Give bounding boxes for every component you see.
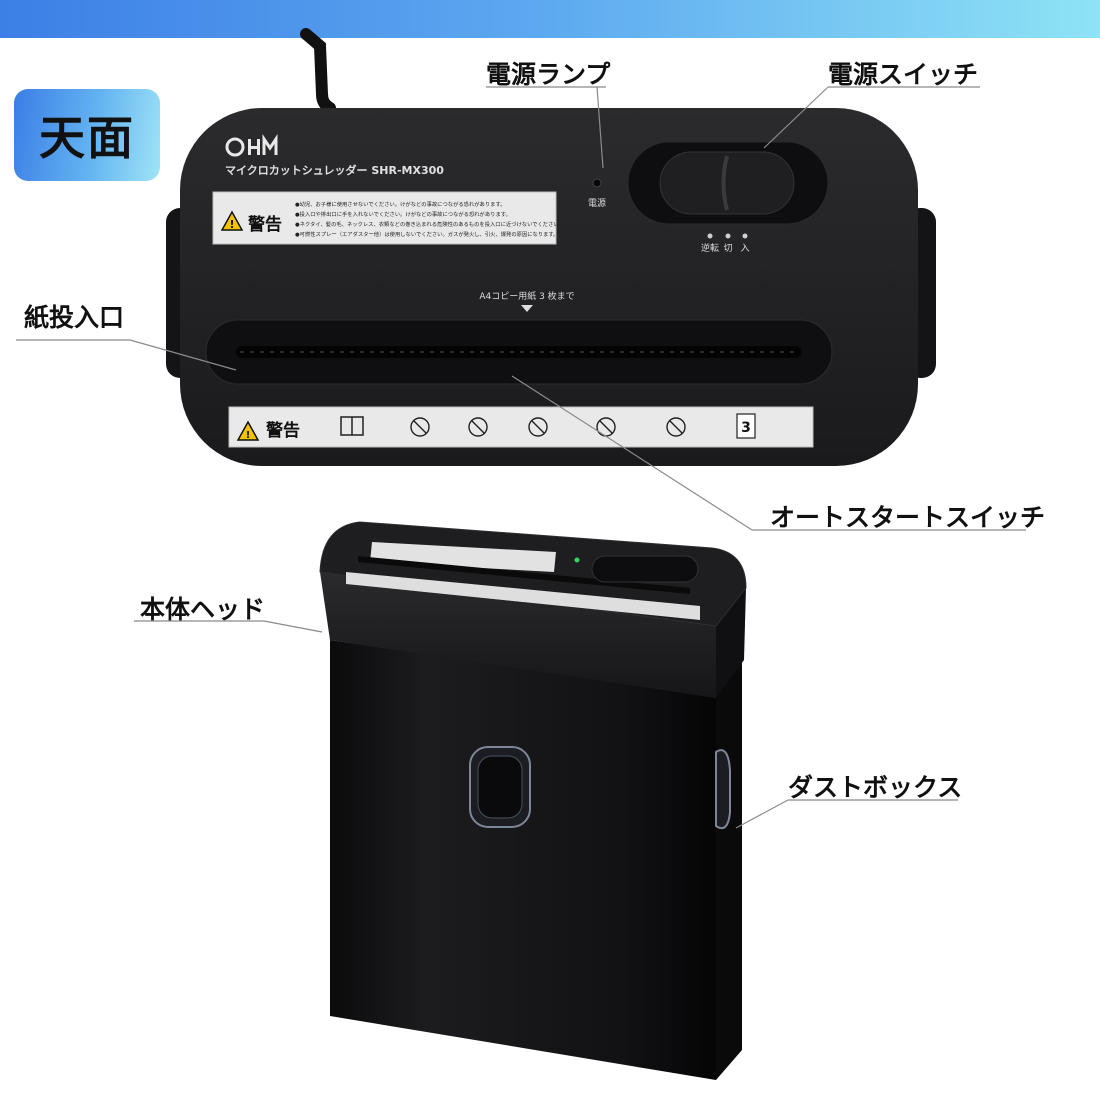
switch-position-off: 切: [723, 243, 732, 254]
warning-strip: [228, 406, 814, 448]
dust-box-side: [716, 660, 742, 1080]
svg-text:!: !: [229, 218, 234, 231]
callout-power-switch: 電源スイッチ: [828, 60, 979, 89]
warning-line-3: ●ネクタイ、髪の毛、ネックレス、衣類などの巻き込まれる危険性のあるものを投入口に…: [295, 220, 564, 228]
power-lamp-indicator: [592, 178, 602, 188]
main-head-front: [320, 572, 716, 698]
sheet-count-value: 3: [741, 420, 751, 436]
switch-position-reverse: 逆転: [701, 242, 719, 254]
front-view-device: [319, 521, 747, 1080]
front-power-lamp: [574, 557, 580, 563]
callout-paper-slot: 紙投入口: [24, 303, 125, 332]
side-window: [715, 749, 731, 830]
warning-label: [212, 191, 557, 245]
front-warning-strip: [346, 572, 700, 620]
arrow-down-icon: [521, 305, 533, 312]
warning-strip-title: 警告: [265, 420, 300, 441]
callout-dust-box: ダストボックス: [788, 773, 963, 802]
warning-title: 警告: [247, 214, 282, 235]
prohibition-icons: [410, 417, 686, 437]
top-gradient-band: [0, 0, 1100, 38]
paper-hint-text: A4コピー用紙 3 枚まで: [479, 290, 574, 302]
warning-triangle-icon: [220, 210, 244, 231]
warning-line-2: ●投入口や排出口に手を入れないでください。けがなどの事故につながる恐れがあります…: [295, 210, 511, 218]
power-lamp-text: 電源: [588, 198, 606, 209]
paper-slot-opening: [236, 346, 802, 358]
dust-box-front: [330, 640, 716, 1080]
callout-auto-start-switch: オートスタートスイッチ: [770, 503, 1046, 532]
sheet-count-icon: [736, 413, 756, 439]
main-head-side: [716, 588, 746, 698]
top-view-device: マイクロカットシュレッダー SHR-MX300 ! 警告 ●幼児、お子様に使用さ…: [166, 108, 936, 466]
power-switch-rocker: [659, 151, 795, 215]
svg-text:!: !: [246, 430, 251, 441]
callout-main-head: 本体ヘッド: [140, 595, 266, 624]
warning-strip-triangle-icon: [236, 420, 260, 441]
power-cord: [300, 28, 336, 114]
callout-power-lamp: 電源ランプ: [486, 60, 611, 89]
top-view-badge: 天面: [14, 89, 160, 181]
switch-position-on: 入: [740, 243, 749, 254]
warning-line-4: ●可燃性スプレー（エアダスター他）は使用しないでください。ガスが発火し、引火、爆…: [295, 230, 558, 238]
model-line: マイクロカットシュレッダー SHR-MX300: [225, 163, 444, 177]
warning-line-1: ●幼児、お子様に使用させないでください。けがなどの事故につながる恐れがあります。: [295, 200, 506, 208]
front-paper-slot: [358, 556, 690, 594]
ohm-logo-icon: [225, 134, 278, 157]
front-power-switch: [591, 555, 699, 583]
leader-lines: [16, 86, 1026, 829]
